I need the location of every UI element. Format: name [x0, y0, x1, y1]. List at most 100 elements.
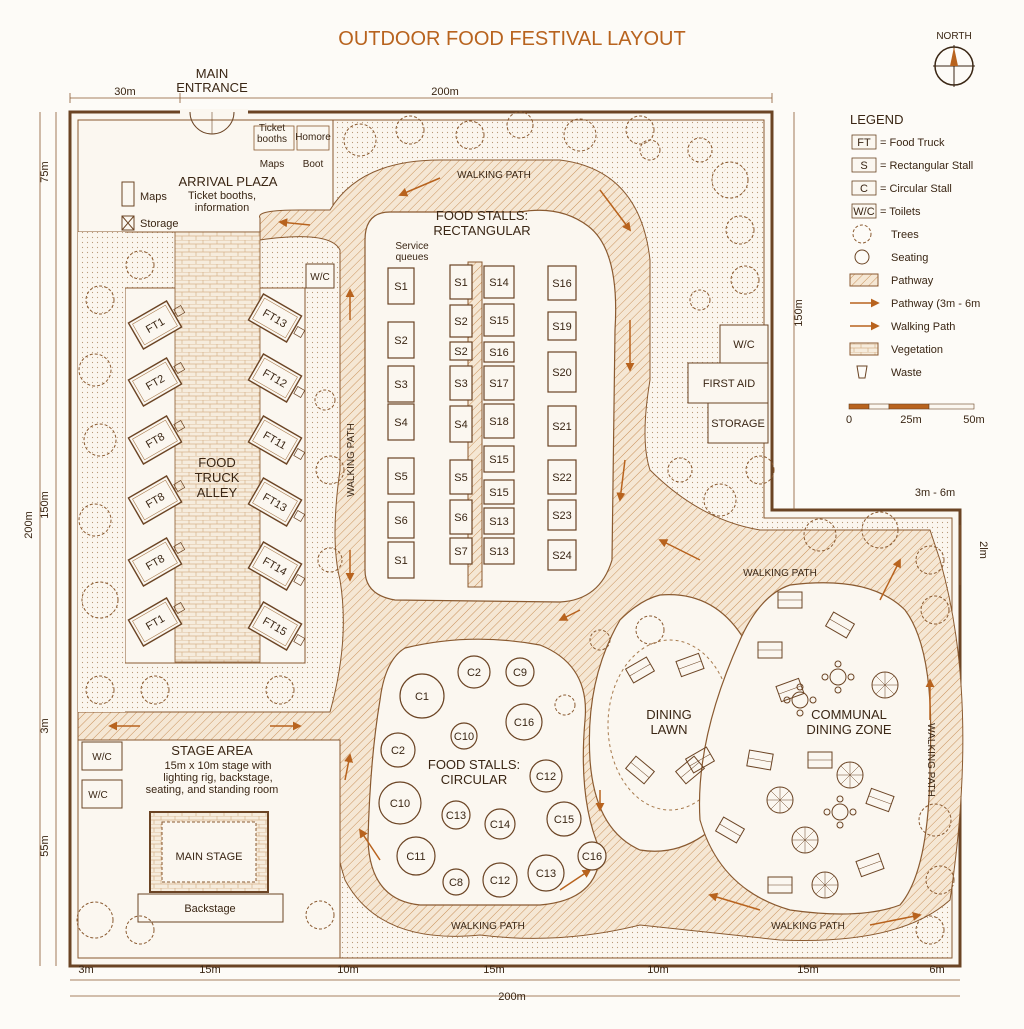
truck-alley-3: ALLEY: [197, 485, 238, 500]
legend-title: LEGEND: [850, 112, 903, 127]
rect-stall: S16: [483, 341, 515, 363]
food-truck-left: FT2: [127, 357, 186, 407]
stall-label: C2: [467, 667, 481, 679]
circular-stall: C2: [380, 732, 416, 768]
tree-icon: [589, 629, 611, 651]
circular-stall: C10: [450, 722, 478, 750]
umbrella-table-icon: [836, 761, 864, 789]
path-arrow-icon: [278, 218, 311, 228]
legend-item: Pathway: [849, 273, 934, 287]
truck-bin-icon: [293, 510, 306, 522]
path-arrow-icon: [616, 459, 626, 502]
path-label-right-vertical: WALKING PATH: [925, 723, 936, 797]
path-label-left: WALKING PATH: [346, 423, 357, 497]
wc-stage2-label: W/C: [88, 790, 107, 801]
stall-label: C1: [415, 691, 429, 703]
tree-icon: [554, 694, 576, 716]
main-stage-label: MAIN STAGE: [175, 851, 242, 863]
tree-icon: [667, 457, 693, 483]
tree-icon: [85, 285, 115, 315]
path-label-top: WALKING PATH: [457, 170, 531, 181]
stall-label: C10: [390, 798, 410, 810]
stall-label: S2: [454, 346, 467, 358]
booth2-sub: Boot: [303, 159, 324, 170]
legend-text: = Toilets: [880, 206, 921, 218]
dim-left-mid: 150m: [39, 491, 51, 519]
path-label-bottom-left: WALKING PATH: [451, 921, 525, 932]
tree-icon: [140, 675, 170, 705]
truck-bin-icon: [173, 602, 186, 614]
food-truck-right: FT15: [247, 601, 306, 651]
rect-stall: S6: [449, 499, 473, 535]
legend-code: W/C: [853, 206, 874, 218]
food-truck-right: FT14: [247, 541, 306, 591]
circular-stall: C10: [378, 781, 422, 825]
path-arrow-icon: [658, 539, 701, 561]
dining-lawn-1: DINING: [646, 707, 692, 722]
truck-bin-icon: [173, 305, 186, 317]
rect-stall: S4: [387, 403, 415, 441]
stage-title: STAGE AREA: [171, 743, 253, 758]
bench-icon: [807, 751, 833, 769]
truck-bin-icon: [173, 420, 186, 432]
path-arrow-icon: [869, 911, 922, 926]
truck-bin-icon: [293, 634, 306, 646]
bench-icon: [855, 852, 885, 878]
stall-label: S20: [552, 367, 572, 379]
food-truck-left: FT1: [127, 597, 186, 647]
bench-icon: [865, 787, 895, 813]
stall-label: S1: [454, 277, 467, 289]
stall-label: C14: [490, 819, 510, 831]
dim-top: 200m: [431, 86, 459, 98]
rect-stall: S20: [547, 351, 577, 393]
path-arrow-icon: [558, 609, 581, 621]
dim-left-top: 75m: [39, 161, 51, 182]
circular-stall: C12: [529, 759, 563, 793]
circ-stalls-title-2: CIRCULAR: [441, 772, 507, 787]
rect-stall: S14: [483, 265, 515, 299]
truck-alley-1: FOOD: [198, 455, 236, 470]
bench-icon: [824, 611, 856, 639]
tree-icon: [81, 581, 119, 619]
rect-stall: S4: [449, 405, 473, 443]
legend-text: Trees: [891, 229, 919, 241]
stall-label: S18: [489, 416, 509, 428]
circular-stall: C14: [484, 808, 516, 840]
legend-text: = Food Truck: [880, 137, 945, 149]
rect-stall: S1: [387, 541, 415, 579]
stall-label: S17: [489, 378, 509, 390]
bench-icon: [746, 749, 774, 771]
truck-bin-icon: [293, 386, 306, 398]
communal-1: COMMUNAL: [811, 707, 887, 722]
dim-right-small: 2lm: [977, 541, 989, 559]
rect-stall: S21: [547, 405, 577, 447]
path-arrows: [108, 177, 935, 926]
circular-stall: C13: [441, 800, 471, 830]
tree-icon: [78, 353, 112, 387]
north-compass-icon: NORTH: [933, 31, 975, 87]
tree-icon: [703, 483, 737, 517]
tree-icon: [125, 915, 155, 945]
service-queues-1: Service: [395, 241, 429, 252]
stall-label: C8: [449, 877, 463, 889]
stall-label: S4: [394, 417, 407, 429]
legend-text: Vegetation: [891, 344, 943, 356]
legend-text: = Circular Stall: [880, 183, 952, 195]
stall-label: S21: [552, 421, 572, 433]
storage-label: STORAGE: [711, 418, 765, 430]
food-truck-right: FT12: [247, 353, 306, 403]
tree-icon: [745, 455, 775, 485]
first-aid-room: [687, 362, 769, 404]
circular-stall: C8: [442, 868, 470, 896]
scale-50: 50m: [963, 414, 984, 426]
tree-icons: [76, 111, 955, 945]
tree-icon: [730, 265, 760, 295]
circular-stall: C11: [396, 836, 436, 876]
stall-label: S6: [394, 515, 407, 527]
legend-item: W/C = Toilets: [851, 203, 921, 219]
dim-left-full: 200m: [23, 511, 35, 539]
wc-stage1-label: W/C: [92, 752, 111, 763]
circular-stall: C2: [457, 655, 491, 689]
circular-stall: C9: [505, 657, 535, 687]
